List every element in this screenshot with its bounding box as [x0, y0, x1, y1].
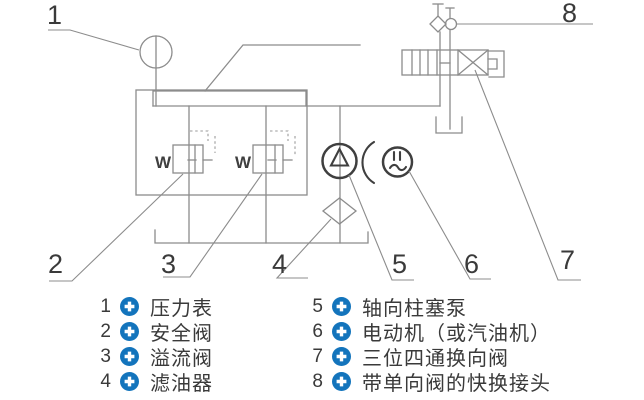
- callout-4: 4: [272, 249, 288, 279]
- safety-valve-symbol: W: [155, 130, 216, 174]
- callout-6: 6: [464, 249, 480, 279]
- legend-label: 滤油器: [150, 373, 213, 395]
- legend-label: 安全阀: [150, 323, 213, 345]
- legend-number: 4: [100, 370, 111, 392]
- legend-number: 2: [100, 320, 111, 342]
- callout-5: 5: [392, 249, 408, 279]
- legend-number: 3: [100, 345, 111, 367]
- callout-2: 2: [48, 249, 64, 279]
- legend-number: 7: [312, 345, 323, 367]
- legend-right-column: 5 轴向柱塞泵 6 电动机（或汽油机） 7 三位四通换向阀 8 带单向阀: [308, 294, 551, 396]
- callout-8: 8: [562, 0, 578, 28]
- tank-symbol: [435, 116, 463, 134]
- plus-badge-icon: [120, 372, 139, 391]
- legend-label: 压力表: [150, 298, 213, 320]
- legend-item-safety-valve: 2 安全阀: [96, 319, 213, 346]
- legend-item-directional-valve: 7 三位四通换向阀: [308, 344, 551, 371]
- valve-block-outline: [135, 89, 308, 196]
- plus-badge-icon: [120, 347, 139, 366]
- plus-badge-icon: [332, 322, 351, 341]
- directional-valve-symbol: [401, 49, 505, 78]
- legend-label: 溢流阀: [150, 348, 213, 370]
- hydraulic-schematic: W W: [48, 3, 593, 282]
- legend-item-pressure-gauge: 1 压力表: [96, 294, 213, 321]
- manifold-and-pipes: [152, 44, 441, 244]
- relief-valve-symbol: W: [235, 130, 296, 174]
- legend-item-electric-motor: 6 电动机（或汽油机）: [308, 319, 551, 346]
- callout-3: 3: [161, 249, 177, 279]
- plus-badge-icon: [120, 297, 139, 316]
- legend-number: 8: [312, 370, 323, 392]
- legend-number: 5: [312, 295, 323, 317]
- pump-symbol: [321, 142, 358, 180]
- plus-badge-icon: [120, 322, 139, 341]
- plus-badge-icon: [332, 372, 351, 391]
- spring-label: W: [155, 153, 172, 172]
- legend-item-piston-pump: 5 轴向柱塞泵: [308, 294, 551, 321]
- callout-leader-lines: [48, 23, 593, 282]
- plus-badge-icon: [332, 297, 351, 316]
- spring-label: W: [235, 153, 252, 172]
- legend-label: 带单向阀的快换接头: [362, 373, 551, 395]
- legend-label: 轴向柱塞泵: [362, 298, 467, 320]
- legend-item-relief-valve: 3 溢流阀: [96, 344, 213, 371]
- plus-badge-icon: [332, 347, 351, 366]
- legend-label: 三位四通换向阀: [362, 348, 509, 370]
- legend-number: 6: [312, 320, 323, 342]
- quick-coupling-symbol: [429, 3, 458, 130]
- callout-1: 1: [47, 0, 63, 30]
- legend-number: 1: [100, 295, 111, 317]
- oil-filter-symbol: [321, 197, 358, 225]
- legend-label: 电动机（或汽油机）: [362, 323, 551, 345]
- legend-item-oil-filter: 4 滤油器: [96, 369, 213, 396]
- motor-symbol: [361, 140, 414, 185]
- legend-item-quick-coupling: 8 带单向阀的快换接头: [308, 369, 551, 396]
- callout-7: 7: [560, 245, 576, 275]
- pressure-gauge-symbol: [139, 35, 173, 107]
- legend-left-column: 1 压力表 2 安全阀 3 溢流阀 4 滤油器: [96, 294, 213, 396]
